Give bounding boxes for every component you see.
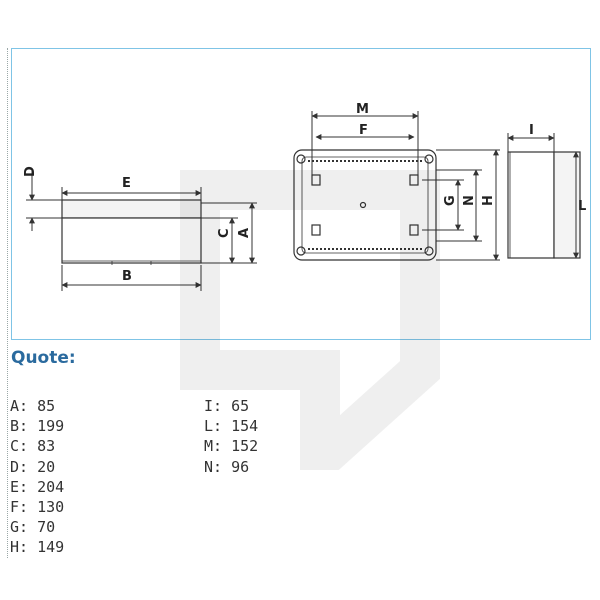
label-b: B — [122, 269, 132, 284]
label-n: N — [462, 195, 477, 206]
label-a: A — [237, 228, 252, 238]
page-left-dotted-border — [7, 48, 9, 558]
dimension-row: N: 96 — [204, 457, 250, 476]
dimension-row: D: 20 — [10, 457, 56, 476]
dimension-row: A: 85 — [10, 397, 56, 415]
dim-g-n-h — [422, 149, 500, 261]
dim-i — [507, 133, 555, 152]
dimensions-list-right: I: 65 L: 154 M: 152 N: 96 — [204, 396, 258, 477]
quote-title: Quote: — [11, 348, 76, 368]
label-m: M — [356, 102, 369, 117]
screw-top-right — [424, 154, 434, 164]
dimension-row: E: 204 — [10, 477, 65, 496]
top-view — [293, 149, 437, 261]
label-g: G — [443, 195, 458, 206]
technical-drawing: E B D C A M F G N H I L — [11, 48, 591, 340]
label-e: E — [122, 176, 131, 191]
dim-m — [311, 111, 419, 175]
dimension-row: G: 70 — [10, 518, 56, 537]
end-view-body — [507, 151, 555, 259]
boss-bottom-left — [311, 224, 321, 236]
screw-top-left — [296, 154, 306, 164]
dimension-row: C: 83 — [10, 437, 56, 456]
label-l: L — [578, 199, 586, 214]
dimension-row: F: 130 — [10, 497, 65, 516]
screw-bottom-right — [424, 246, 434, 256]
boss-bottom-right — [409, 224, 419, 236]
dimension-row: L: 154 — [204, 417, 259, 436]
dimension-row: M: 152 — [204, 437, 259, 456]
dimension-row: H: 149 — [10, 538, 65, 557]
drawing-svg: E B D C A M F G N H I L — [23, 102, 586, 291]
dimension-row: I: 65 — [204, 397, 250, 415]
watermark-logo — [180, 170, 440, 470]
label-d: D — [23, 166, 38, 177]
screw-bottom-left — [296, 246, 306, 256]
dim-b — [61, 265, 202, 291]
side-view — [61, 199, 202, 265]
dimension-row: B: 199 — [10, 417, 65, 436]
center-hole — [359, 201, 367, 209]
boss-top-right — [409, 174, 419, 186]
boss-top-left — [311, 174, 321, 186]
label-h: H — [481, 195, 496, 206]
label-c: C — [217, 228, 232, 238]
dimensions-list-left: A: 85 B: 199 C: 83 D: 20 E: 204 F: 130 G… — [10, 396, 64, 558]
dim-e — [61, 187, 202, 200]
end-view — [507, 151, 581, 259]
side-view-body — [61, 217, 202, 264]
dim-d — [26, 169, 62, 231]
label-i: I — [529, 123, 534, 138]
label-f: F — [359, 123, 368, 138]
dim-c-a — [201, 202, 257, 264]
